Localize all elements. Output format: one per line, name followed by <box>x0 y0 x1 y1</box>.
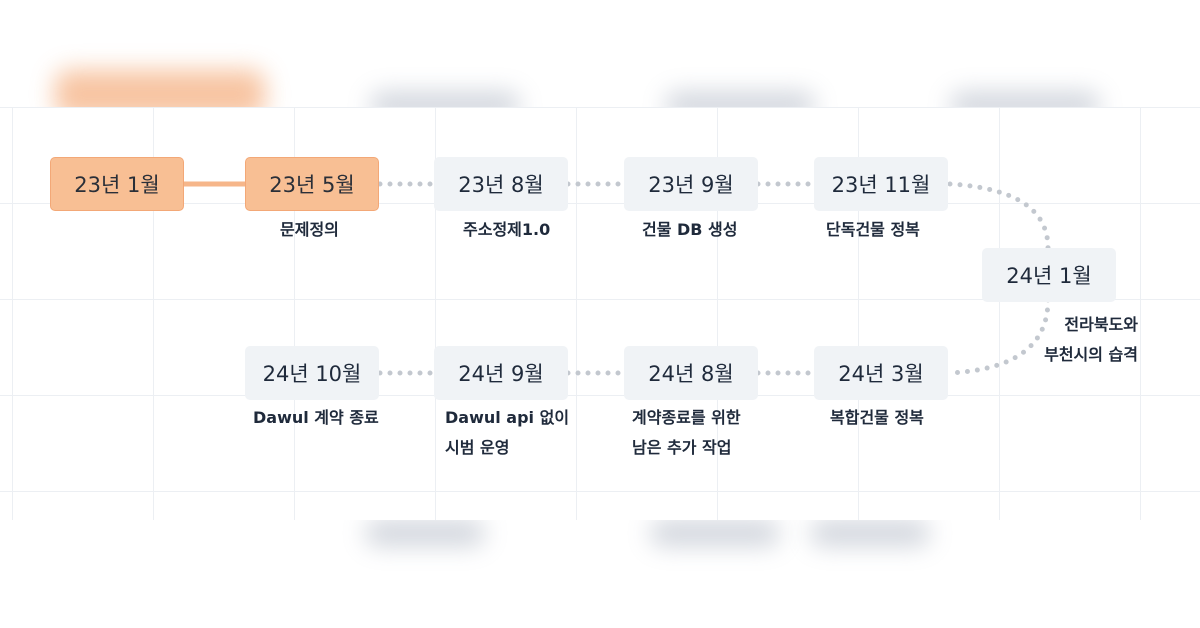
caption-line: 문제정의 <box>280 220 339 239</box>
connector-curve-top <box>947 181 1051 251</box>
milestone-date: 24년 8월 <box>648 362 734 386</box>
caption-line: 남은 추가 작업 <box>632 438 732 457</box>
blurred-shape-bottom-3 <box>810 520 930 546</box>
milestone-date: 24년 10월 <box>262 362 362 386</box>
milestone-node-24-03: 24년 3월 <box>814 346 948 400</box>
blurred-shape-bottom-1 <box>365 520 485 546</box>
milestone-caption-23-09: 건물 DB 생성 <box>642 215 738 245</box>
caption-line: 부천시의 습격 <box>1044 345 1138 364</box>
milestone-date: 23년 8월 <box>458 173 544 197</box>
milestone-date: 23년 11월 <box>831 173 931 197</box>
caption-line: 복합건물 정복 <box>830 408 924 427</box>
milestone-date: 23년 5월 <box>269 173 355 197</box>
milestone-caption-24-09: Dawul api 없이 시범 운영 <box>445 403 569 463</box>
milestone-node-23-05: 23년 5월 <box>245 157 379 211</box>
connector-curve-bottom <box>947 297 1051 376</box>
milestone-date: 23년 1월 <box>74 173 160 197</box>
blurred-shape-bottom-2 <box>650 520 780 546</box>
caption-line: Dawul api 없이 <box>445 408 570 427</box>
caption-line: 단독건물 정복 <box>826 220 920 239</box>
milestone-caption-24-08: 계약종료를 위한 남은 추가 작업 <box>632 403 741 463</box>
milestone-caption-24-10: Dawul 계약 종료 <box>253 403 379 433</box>
milestone-caption-23-05: 문제정의 <box>280 215 339 245</box>
caption-line: 시범 운영 <box>445 438 510 457</box>
caption-line: Dawul 계약 종료 <box>253 408 379 427</box>
milestone-date: 24년 9월 <box>458 362 544 386</box>
milestone-node-24-10: 24년 10월 <box>245 346 379 400</box>
milestone-node-24-09: 24년 9월 <box>434 346 568 400</box>
caption-line: 전라북도와 <box>1064 315 1138 334</box>
milestone-date: 24년 1월 <box>1006 264 1092 288</box>
milestone-caption-23-11: 단독건물 정복 <box>826 215 920 245</box>
milestone-node-23-08: 23년 8월 <box>434 157 568 211</box>
milestone-caption-24-01: 전라북도와 부천시의 습격 <box>1036 310 1138 370</box>
timeline-panel <box>0 107 1200 520</box>
milestone-node-24-08: 24년 8월 <box>624 346 758 400</box>
caption-line: 주소정제1.0 <box>463 220 551 239</box>
caption-line: 계약종료를 위한 <box>632 408 741 427</box>
milestone-node-23-01: 23년 1월 <box>50 157 184 211</box>
milestone-node-24-01: 24년 1월 <box>982 248 1116 302</box>
milestone-node-23-11: 23년 11월 <box>814 157 948 211</box>
caption-line: 건물 DB 생성 <box>642 220 738 239</box>
milestone-caption-23-08: 주소정제1.0 <box>463 215 550 245</box>
milestone-date: 23년 9월 <box>648 173 734 197</box>
milestone-node-23-09: 23년 9월 <box>624 157 758 211</box>
milestone-date: 24년 3월 <box>838 362 924 386</box>
milestone-caption-24-03: 복합건물 정복 <box>830 403 924 433</box>
